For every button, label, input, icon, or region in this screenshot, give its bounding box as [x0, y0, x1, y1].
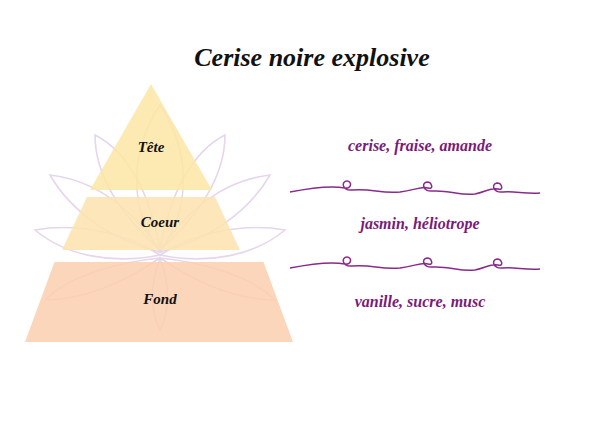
- pyramid-band: Coeur: [62, 197, 240, 250]
- pyramid-band: Tête: [90, 84, 212, 190]
- band-label: Tête: [138, 139, 165, 156]
- band-fill: [62, 197, 240, 250]
- band-fill: [90, 84, 212, 190]
- band-fill: [25, 262, 293, 342]
- note-list: jasmin, héliotrope: [360, 215, 479, 233]
- band-label: Fond: [143, 291, 176, 308]
- note-list: vanille, sucre, musc: [355, 293, 486, 311]
- note-list: cerise, fraise, amande: [348, 137, 492, 155]
- swirl-divider: [290, 181, 540, 270]
- band-shape: [90, 84, 212, 190]
- band-label: Coeur: [141, 214, 179, 231]
- pyramid-band: Fond: [25, 262, 293, 342]
- diagram-title: Cerise noire explosive: [194, 43, 429, 73]
